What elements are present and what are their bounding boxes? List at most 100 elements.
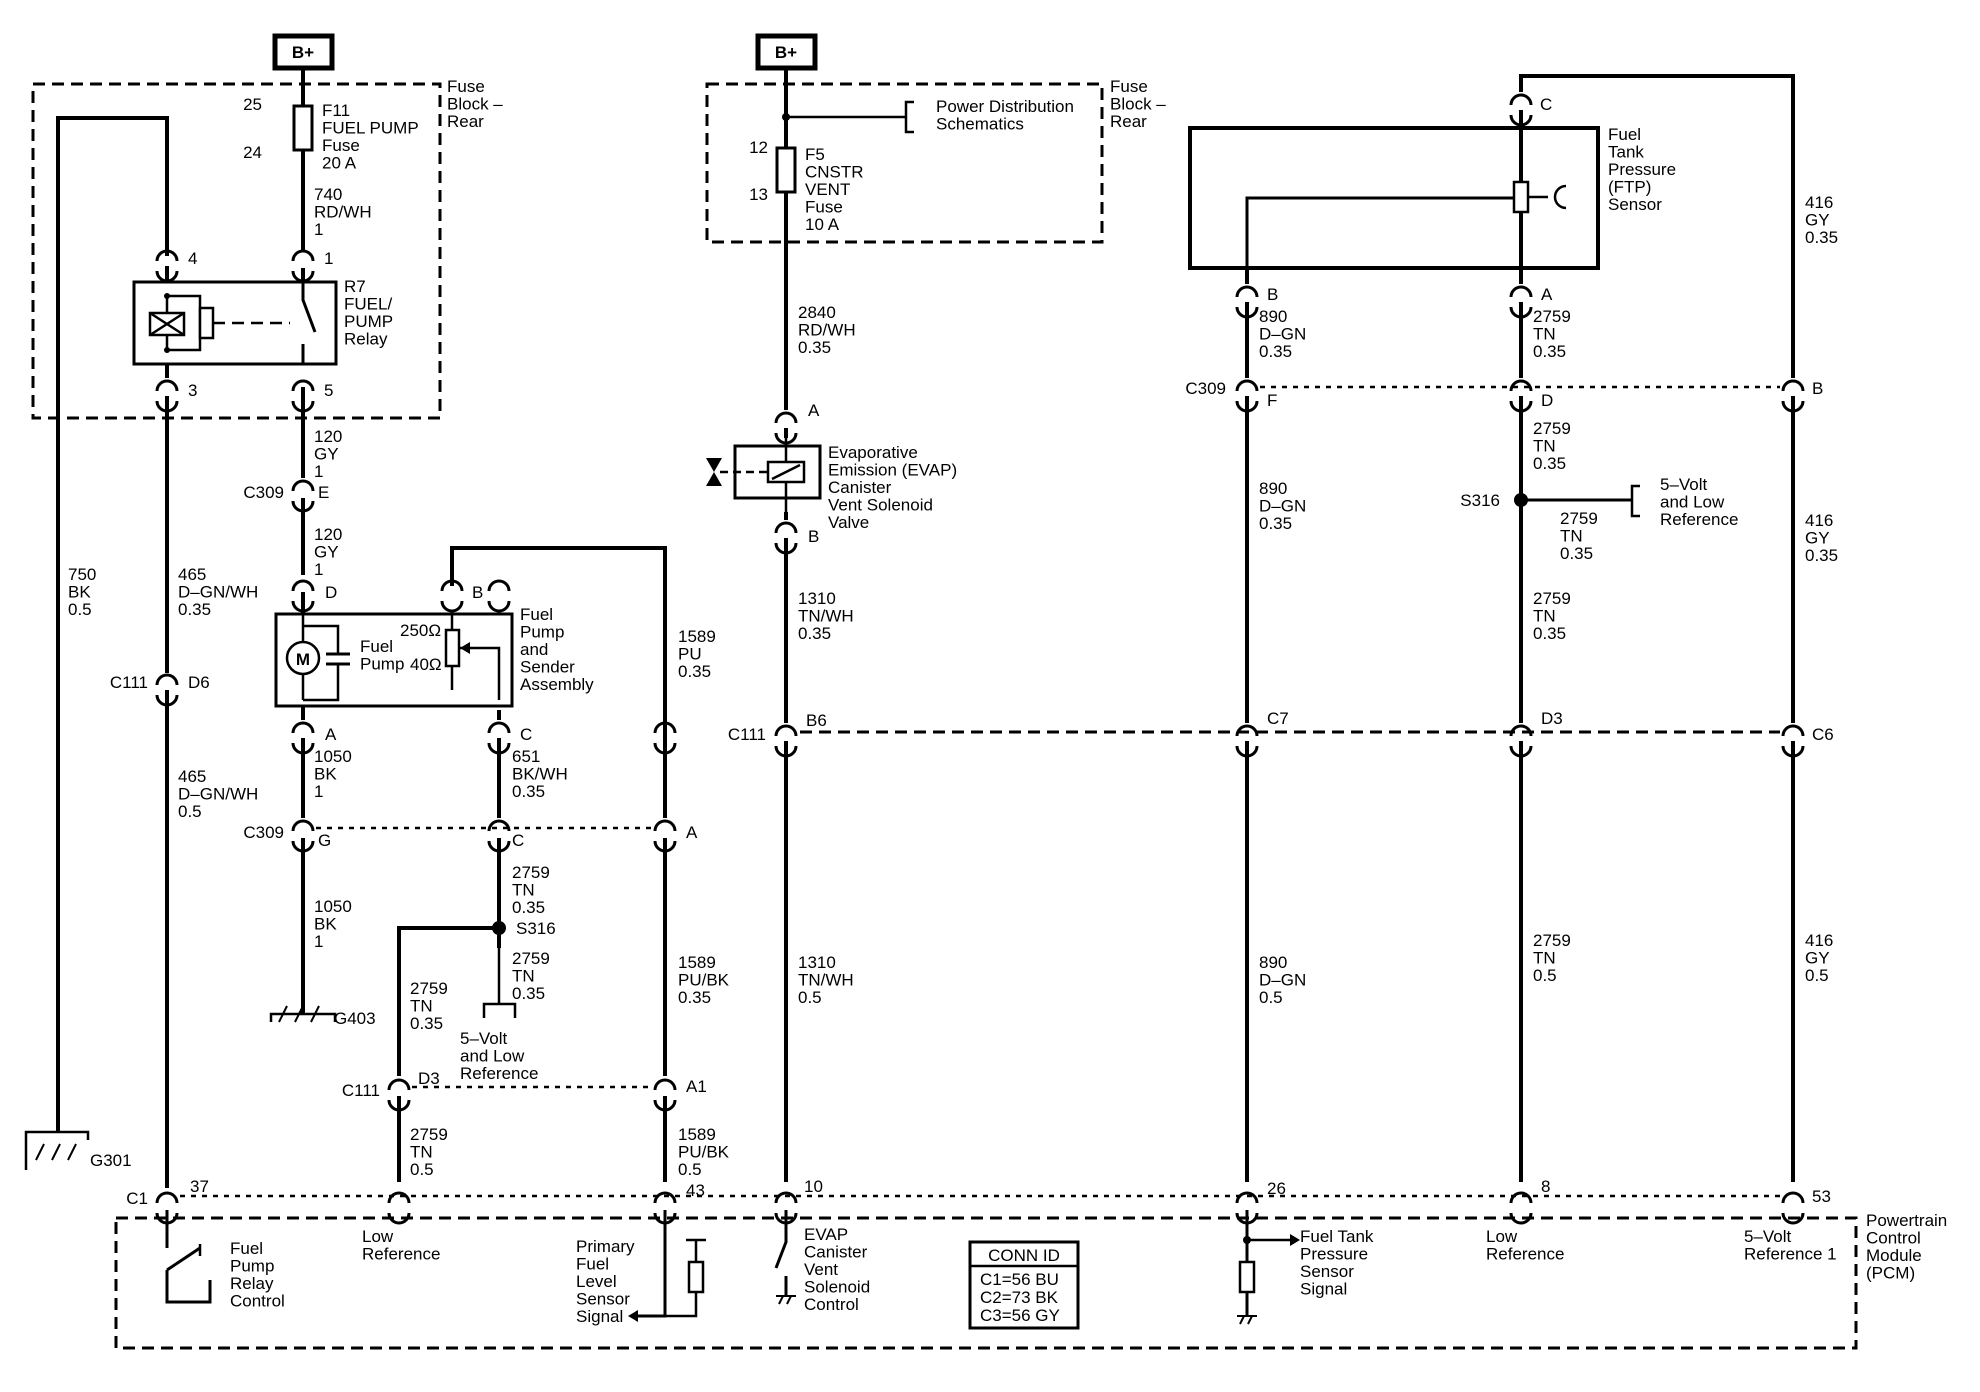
label-line: PU [678, 645, 702, 664]
label-line: 0.5 [1533, 966, 1557, 985]
label-line: F5 [805, 145, 825, 164]
bplus-left: B+ [272, 33, 335, 71]
label-line: 416 [1805, 193, 1833, 212]
connector-pin-arc [1509, 379, 1533, 392]
pump-pin-d: D [325, 583, 337, 602]
label-line: Fuse [322, 136, 360, 155]
ground-g403-label: G403 [334, 1009, 376, 1028]
connector-pin-arc [1781, 745, 1805, 758]
label-line: PU/BK [678, 971, 730, 990]
label-line: BK [314, 765, 337, 784]
label-line: Canister [828, 478, 892, 497]
c111-pin-d6: D6 [188, 673, 210, 692]
label-line: Module [1866, 1246, 1922, 1265]
label-line: Pump [360, 655, 404, 674]
label-line: Solenoid [804, 1278, 870, 1297]
splice-s316-right [1514, 493, 1528, 507]
label-line: GY [314, 445, 339, 464]
c111-label: C111 [728, 725, 766, 744]
label-line: D–GN [1259, 325, 1306, 344]
connector-pins [155, 93, 1805, 1225]
connector-pin-arc [1781, 724, 1805, 737]
label-line: 0.5 [1259, 988, 1283, 1007]
connector-pin-arc [387, 1191, 411, 1204]
connector-pin-arc [487, 742, 511, 755]
splice-s316-left [492, 921, 506, 935]
label-line: 5–Volt [1744, 1227, 1792, 1246]
label-line: Block – [1110, 95, 1166, 114]
connector-pin-arc [1781, 1212, 1805, 1225]
valve-icon [706, 458, 722, 486]
ftp-pressure-port-icon [1553, 184, 1567, 210]
fuse-f11-pin-bottom: 24 [243, 143, 262, 162]
ftp-pin-a: A [1541, 285, 1553, 304]
pcm-ftp-resistor-icon [1238, 1260, 1256, 1294]
label-line: Fuel [1608, 125, 1641, 144]
connector-pin-arc [387, 1078, 411, 1091]
label-line: 2759 [1533, 307, 1571, 326]
label-line: 0.5 [410, 1160, 434, 1179]
label-line: 0.35 [798, 338, 831, 357]
sender-resistor-icon [444, 628, 461, 668]
label-line: 5–Volt [460, 1029, 508, 1048]
label-line: GY [1805, 211, 1830, 230]
label-line: (PCM) [1866, 1264, 1915, 1283]
label-line: and [520, 640, 548, 659]
label-line: 0.35 [178, 600, 211, 619]
label-line: PU/BK [678, 1143, 730, 1162]
label-line: Control [804, 1295, 859, 1314]
label-line: BK [68, 583, 91, 602]
label-line: 2759 [512, 863, 550, 882]
connector-pin-arc [774, 745, 798, 758]
label-line: 1589 [678, 1125, 716, 1144]
label-line: 0.35 [1533, 454, 1566, 473]
label-line: 2759 [410, 979, 448, 998]
label-line: D–GN [1259, 971, 1306, 990]
c1-pin-26: 26 [1267, 1179, 1286, 1198]
label-line: TN/WH [798, 971, 854, 990]
c111-pin-a1: A1 [686, 1077, 707, 1096]
label-line: GY [314, 543, 339, 562]
pcm-pullup-resistor-icon [687, 1260, 705, 1294]
connector-pin-arc [1509, 1191, 1533, 1204]
label-line: TN [512, 967, 535, 986]
label-line: TN [1533, 949, 1556, 968]
connector-pin-arc [155, 1191, 179, 1204]
connector-pin-arc [1235, 1191, 1259, 1204]
connector-pin-arc [653, 1078, 677, 1091]
relay-pin-4: 4 [188, 249, 197, 268]
label-line: 0.35 [1533, 342, 1566, 361]
label-line: 2759 [1533, 931, 1571, 950]
label-line: Fuel Tank [1300, 1227, 1374, 1246]
c111-label: C111 [110, 673, 148, 692]
connector-pin-arc [291, 721, 315, 734]
c1-pin-10: 10 [804, 1177, 823, 1196]
label-line: 0.35 [410, 1014, 443, 1033]
fuse-f5-pin-top: 12 [749, 138, 768, 157]
label-line: 0.35 [512, 782, 545, 801]
label-line: 1310 [798, 589, 836, 608]
fuse-f11-pin-top: 25 [243, 95, 262, 114]
label-line: RD/WH [798, 321, 856, 340]
conn-id-box [968, 1240, 1080, 1330]
label-line: D–GN/WH [178, 583, 258, 602]
label-line: 0.5 [68, 600, 92, 619]
label-line: Canister [804, 1243, 868, 1262]
label-line: Rear [447, 112, 484, 131]
connector-pin-arc [155, 400, 179, 413]
label-line: 740 [314, 185, 342, 204]
label-line: 0.35 [678, 988, 711, 1007]
